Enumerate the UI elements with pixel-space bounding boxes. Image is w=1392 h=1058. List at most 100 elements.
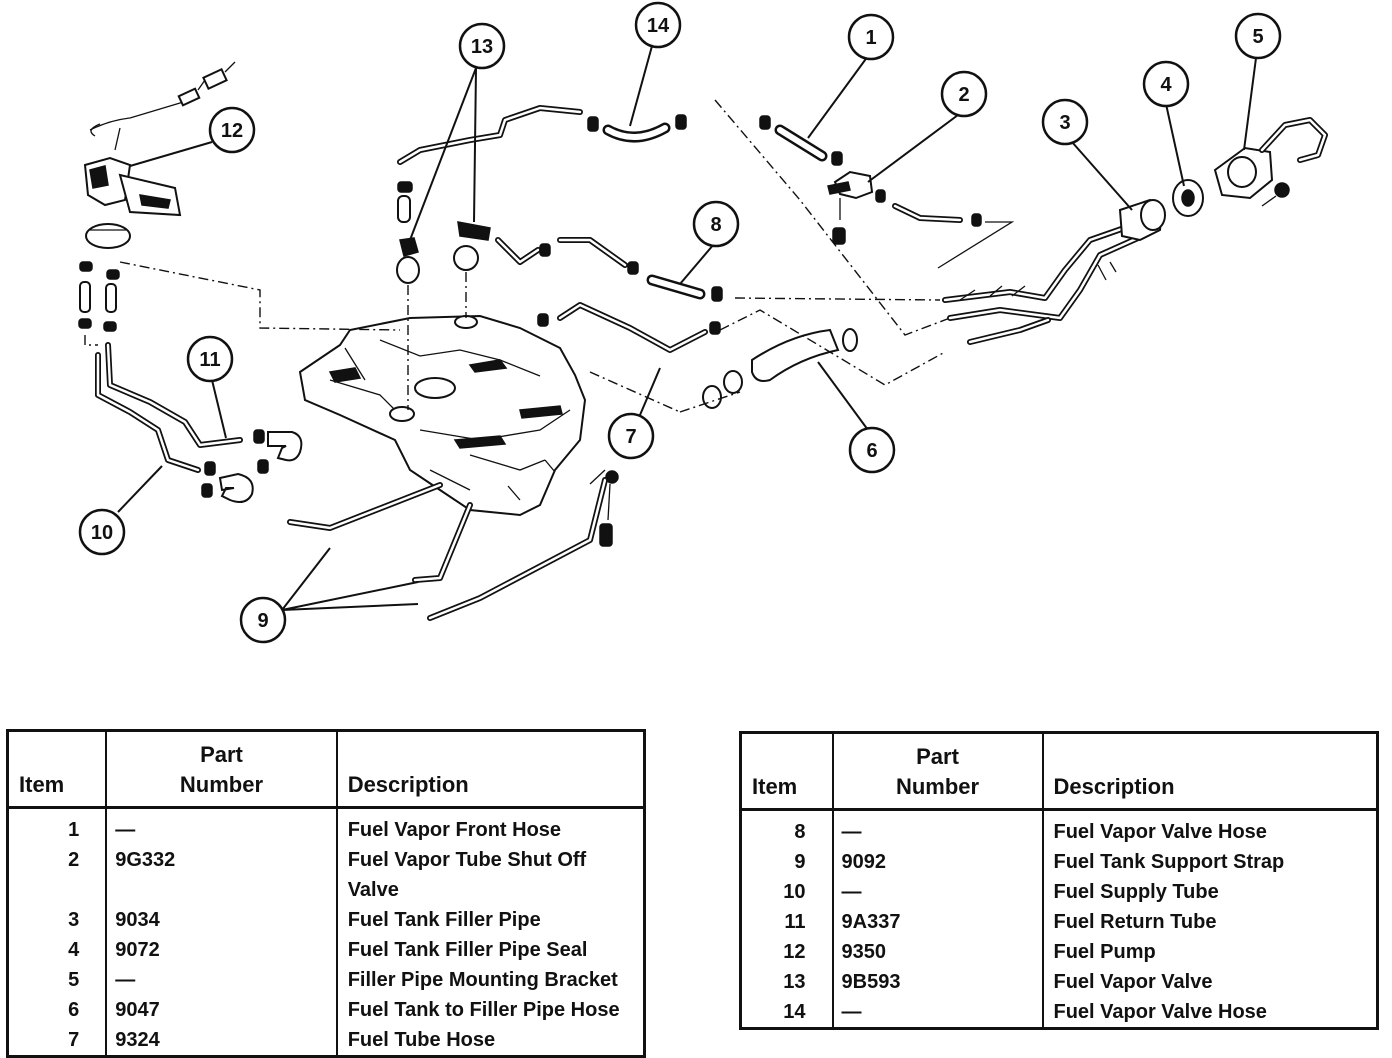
callout-13: 13	[458, 22, 506, 70]
header-part-number: Part Number	[105, 730, 337, 809]
svg-text:4: 4	[1160, 74, 1172, 96]
desc-cell: Fuel Vapor Valve Hose	[1041, 997, 1378, 1029]
svg-text:2: 2	[958, 84, 969, 106]
callout-3: 3	[1041, 98, 1089, 146]
item-cell: 13	[783, 971, 806, 993]
item-cell: 12	[783, 941, 806, 963]
part-cell: 9324	[105, 1025, 337, 1057]
item-cell: 14	[783, 1001, 806, 1023]
item-cell: 1	[68, 819, 80, 841]
header-part-line2: Number	[179, 772, 264, 797]
callout-8: 8	[692, 200, 740, 248]
fuel-vapor-valve-left	[396, 181, 420, 410]
header-part-line1: Part	[916, 744, 959, 769]
part-cell: 9A337	[831, 907, 1043, 937]
part-cell: 9047	[105, 995, 337, 1025]
fuel-tank	[298, 314, 587, 517]
pump-fittings	[78, 261, 120, 332]
callout-7: 7	[607, 412, 655, 460]
callout-12: 12	[208, 106, 256, 154]
header-item: Item	[740, 732, 833, 811]
svg-text:10: 10	[91, 522, 113, 544]
desc-cell: Fuel Tank to Filler Pipe Hose	[335, 995, 645, 1025]
item-cell: 2	[68, 849, 80, 871]
svg-text:1: 1	[865, 27, 876, 49]
fuel-vapor-valve-hose-14	[587, 114, 687, 143]
callout-14: 14	[634, 1, 682, 49]
fuel-tube-7	[537, 302, 721, 353]
svg-text:14: 14	[647, 15, 670, 37]
svg-text:13: 13	[471, 36, 493, 58]
item-cell: 4	[68, 939, 80, 961]
filler-pipe-hose	[589, 309, 946, 413]
part-cell: —	[831, 877, 1043, 907]
item-cell: 10	[783, 881, 806, 903]
table-header-row: Item Part Number Description	[7, 730, 645, 809]
part-cell: 9350	[831, 937, 1043, 967]
desc-cell: Fuel Pump	[1041, 937, 1378, 967]
part-cell: —	[105, 807, 337, 845]
part-cell: 9072	[105, 935, 337, 965]
desc-cell: Filler Pipe Mounting Bracket	[335, 965, 645, 995]
fuel-return-tube	[105, 342, 243, 448]
desc-cell: Fuel Tank Filler Pipe Seal	[335, 935, 645, 965]
svg-text:8: 8	[710, 214, 721, 236]
table-header-row: Item Part Number Description	[740, 732, 1378, 811]
parts-table-right: Item Part Number Description 8—Fuel Vapo…	[739, 731, 1379, 1030]
part-cell: —	[831, 809, 1043, 847]
desc-cell: Fuel Vapor Valve	[1041, 967, 1378, 997]
svg-text:3: 3	[1059, 112, 1070, 134]
part-cell: 9092	[831, 847, 1043, 877]
table-row: 8—Fuel Vapor Valve Hose	[741, 809, 1378, 847]
vapor-tube-top	[397, 105, 583, 165]
table-row: 14 —Fuel Vapor Valve Hose	[741, 997, 1378, 1029]
callout-4: 4	[1142, 60, 1190, 108]
desc-cell: Fuel Vapor Front Hose	[335, 807, 645, 845]
callout-9: 9	[239, 596, 287, 644]
item-cell: 7	[68, 1029, 80, 1051]
fuel-pump	[83, 61, 236, 249]
fuel-tank-support-straps	[287, 469, 619, 621]
svg-text:6: 6	[866, 440, 877, 462]
item-cell: 3	[68, 909, 80, 931]
part-cell: 9B593	[831, 967, 1043, 997]
callout-2: 2	[940, 70, 988, 118]
desc-cell: Fuel Vapor Valve Hose	[1041, 809, 1378, 847]
svg-text:12: 12	[221, 120, 243, 142]
svg-text:7: 7	[625, 426, 636, 448]
callout-11: 11	[186, 335, 234, 383]
header-description: Description	[1041, 732, 1378, 811]
table-row: 5—Filler Pipe Mounting Bracket	[8, 965, 645, 995]
fuel-vapor-shut-off-valve	[827, 170, 982, 245]
fuel-vapor-front-hose	[759, 115, 843, 166]
header-part-line1: Part	[200, 742, 243, 767]
callout-6: 6	[848, 426, 896, 474]
callout-5: 5	[1234, 12, 1282, 60]
svg-text:11: 11	[199, 349, 220, 371]
desc-cell: Fuel Tank Filler Pipe	[335, 905, 645, 935]
svg-text:9: 9	[257, 610, 268, 632]
fuel-supply-tube	[95, 352, 201, 473]
desc-cell: Fuel Return Tube	[1041, 907, 1378, 937]
header-item: Item	[7, 730, 107, 809]
desc-cell: Fuel Vapor Tube Shut Off Valve	[335, 845, 645, 905]
item-cell: 6	[68, 999, 80, 1021]
header-part-number: Part Number	[831, 732, 1043, 811]
header-part-line2: Number	[895, 774, 980, 799]
callout-1: 1	[847, 13, 895, 61]
svg-text:5: 5	[1252, 26, 1263, 48]
fuel-system-exploded-diagram: 1 2 3 4 5 6 7 8 9 10 11 12 13 14	[78, 1, 1328, 644]
item-cell: 9	[794, 851, 806, 873]
filler-pipe-mounting-bracket	[1213, 117, 1328, 207]
fuel-tank-filler-pipe	[942, 198, 1166, 345]
fuel-vapor-valve-hose-8	[646, 274, 723, 302]
part-cell: —	[831, 997, 1043, 1029]
item-cell: 11	[784, 911, 806, 933]
item-cell: 5	[68, 969, 80, 991]
table-row: 10—Fuel Supply Tube	[741, 877, 1378, 907]
parts-table-left: Item Part Number Description 1 —Fuel Vapo…	[6, 729, 646, 1058]
